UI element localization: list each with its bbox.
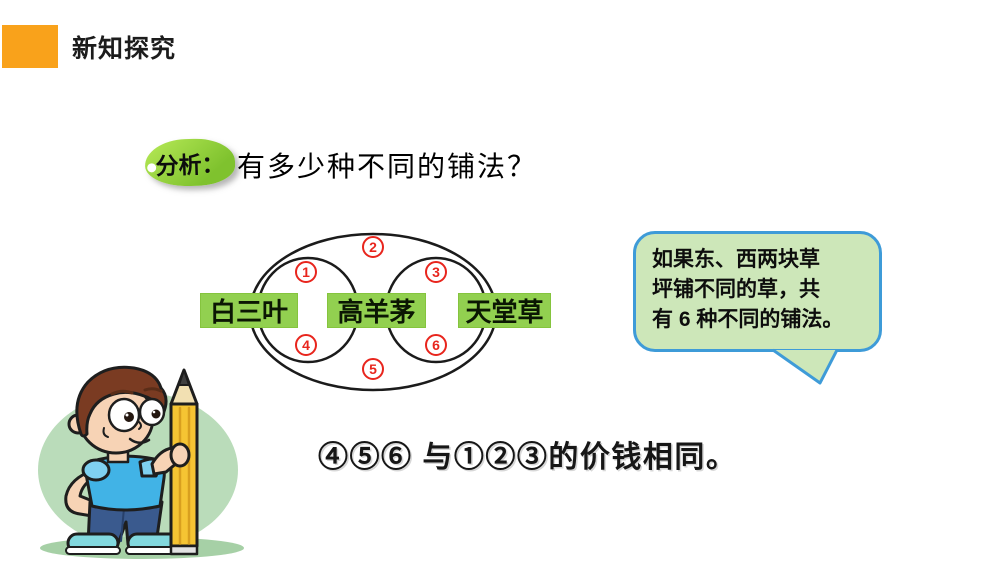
grass-box-tall-fescue: 高羊茅 xyxy=(327,293,426,328)
grass-box-white-clover: 白三叶 xyxy=(200,293,298,328)
analysis-tag: 分析： xyxy=(144,137,236,188)
analysis-question: 有多少种不同的铺法？ xyxy=(237,150,538,183)
page-title: 新知探究 xyxy=(72,35,177,63)
bubble-line-1: 如果东、西两块草 xyxy=(652,248,820,271)
conclusion-text: ④⑤⑥ 与①②③的价钱相同。 xyxy=(318,441,738,474)
circled-number-6: 6 xyxy=(425,334,447,356)
bubble-line-3: 有 6 种不同的铺法。 xyxy=(652,308,844,331)
grass-box-paradise-grass: 天堂草 xyxy=(458,293,551,328)
circled-number-3: 3 xyxy=(425,261,447,283)
speech-bubble-tail xyxy=(772,348,839,385)
title-accent-block xyxy=(2,25,58,68)
boy-with-pencil-illustration xyxy=(38,365,244,559)
circled-number-4: 4 xyxy=(295,334,317,356)
speech-bubble: 如果东、西两块草 坪铺不同的草，共 有 6 种不同的铺法。 xyxy=(633,231,882,352)
bubble-line-2: 坪铺不同的草，共 xyxy=(652,278,820,301)
circled-number-5: 5 xyxy=(362,358,384,380)
circled-number-1: 1 xyxy=(295,261,317,283)
analysis-tag-label: 分析： xyxy=(155,150,226,179)
circled-number-2: 2 xyxy=(362,236,384,258)
